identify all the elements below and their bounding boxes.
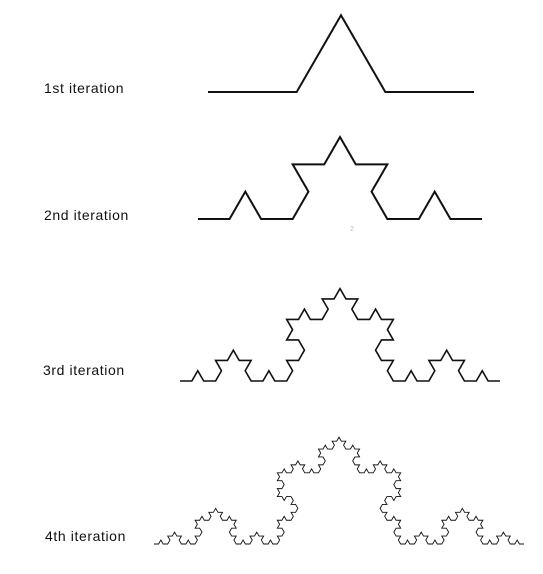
- koch-curve-iteration-2: [198, 135, 482, 220]
- koch-curve-iteration-1: [208, 13, 474, 93]
- iteration-2-label: 2nd iteration: [44, 207, 129, 223]
- koch-curve-iteration-3: [180, 287, 500, 382]
- iteration-3-label: 3rd iteration: [43, 362, 125, 378]
- iteration-1-label: 1st iteration: [44, 80, 125, 96]
- koch-curve-iteration-4: [154, 436, 524, 545]
- faint-number-mark: 2: [350, 226, 354, 233]
- iteration-4-label: 4th iteration: [45, 528, 126, 544]
